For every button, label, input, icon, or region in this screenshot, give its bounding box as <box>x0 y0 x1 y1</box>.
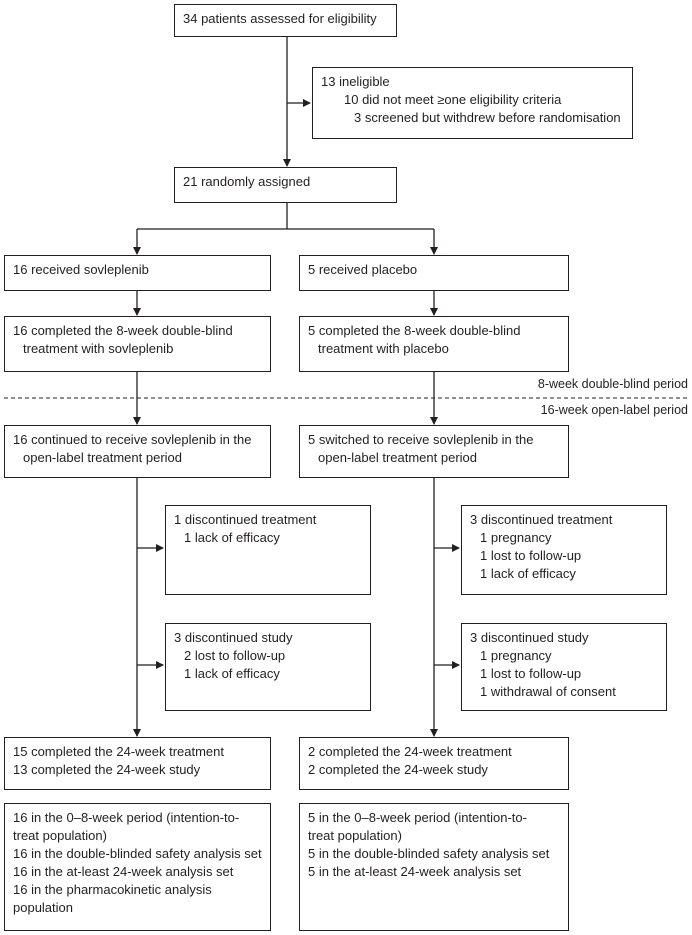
placebo-switched-line: 5 switched to receive sovleplenib in the <box>308 432 534 447</box>
placebo-completed-24-box: 2 completed the 24-week treatment 2 comp… <box>299 737 569 790</box>
assessed-box: 34 patients assessed for eligibility <box>174 4 397 37</box>
placebo-analysis-line: 5 in the at-least 24-week analysis set <box>308 864 522 879</box>
placebo-switched-box: 5 switched to receive sovleplenib in the… <box>299 425 569 478</box>
sovleplenib-disc-treatment-title: 1 discontinued treatment <box>174 512 317 527</box>
placebo-disc-study-item: 1 pregnancy <box>480 648 552 663</box>
ineligible-item: 3 screened but withdrew before randomisa… <box>354 110 621 125</box>
sovleplenib-disc-study-item: 1 lack of efficacy <box>184 666 280 681</box>
sovleplenib-completed-24-box: 15 completed the 24-week treatment 13 co… <box>4 737 271 790</box>
placebo-switched-line: open-label treatment period <box>318 450 477 465</box>
randomised-box: 21 randomly assigned <box>174 167 397 203</box>
sovleplenib-received-box: 16 received sovleplenib <box>4 255 271 291</box>
ineligible-item: 10 did not meet ≥one eligibility criteri… <box>344 92 562 107</box>
sovleplenib-completed-db-box: 16 completed the 8-week double-blind tre… <box>4 316 271 372</box>
double-blind-period-label: 8-week double-blind period <box>537 377 688 391</box>
ineligible-box: 13 ineligible 10 did not meet ≥one eligi… <box>312 67 633 139</box>
sovleplenib-completed-24-line: 15 completed the 24-week treatment <box>13 744 225 759</box>
sovleplenib-completed-db-line: 16 completed the 8-week double-blind <box>13 323 233 338</box>
sovleplenib-continued-line: 16 continued to receive sovleplenib in t… <box>13 432 252 447</box>
placebo-disc-treatment-item: 1 lost to follow-up <box>480 548 582 563</box>
open-label-period-label: 16-week open-label period <box>540 403 688 417</box>
placebo-disc-study-box: 3 discontinued study 1 pregnancy 1 lost … <box>461 623 667 711</box>
placebo-disc-treatment-item: 1 lack of efficacy <box>480 566 576 581</box>
placebo-analysis-line: treat population) <box>308 828 402 843</box>
sovleplenib-completed-24-line: 13 completed the 24-week study <box>13 762 201 777</box>
sovleplenib-continued-box: 16 continued to receive sovleplenib in t… <box>4 425 271 478</box>
placebo-completed-24-line: 2 completed the 24-week study <box>308 762 488 777</box>
assessed-text: 34 patients assessed for eligibility <box>183 11 377 26</box>
sovleplenib-analysis-line: 16 in the at-least 24-week analysis set <box>13 864 234 879</box>
placebo-disc-treatment-title: 3 discontinued treatment <box>470 512 613 527</box>
placebo-disc-study-item: 1 lost to follow-up <box>480 666 582 681</box>
placebo-completed-24-line: 2 completed the 24-week treatment <box>308 744 512 759</box>
sovleplenib-disc-treatment-box: 1 discontinued treatment 1 lack of effic… <box>165 505 371 595</box>
sovleplenib-analysis-box: 16 in the 0–8-week period (intention-to-… <box>4 803 271 931</box>
sovleplenib-disc-study-title: 3 discontinued study <box>174 630 293 645</box>
placebo-completed-db-line: 5 completed the 8-week double-blind <box>308 323 521 338</box>
placebo-analysis-line: 5 in the double-blinded safety analysis … <box>308 846 550 861</box>
randomised-text: 21 randomly assigned <box>183 174 311 189</box>
ineligible-title: 13 ineligible <box>321 74 390 89</box>
placebo-received-text: 5 received placebo <box>308 262 418 277</box>
sovleplenib-analysis-line: population <box>13 900 73 915</box>
sovleplenib-analysis-line: treat population) <box>13 828 107 843</box>
placebo-completed-db-box: 5 completed the 8-week double-blind trea… <box>299 316 569 372</box>
placebo-analysis-line: 5 in the 0–8-week period (intention-to- <box>308 810 527 825</box>
sovleplenib-analysis-line: 16 in the pharmacokinetic analysis <box>13 882 212 897</box>
sovleplenib-continued-line: open-label treatment period <box>23 450 182 465</box>
sovleplenib-received-text: 16 received sovleplenib <box>13 262 149 277</box>
placebo-disc-study-title: 3 discontinued study <box>470 630 589 645</box>
sovleplenib-analysis-line: 16 in the 0–8-week period (intention-to- <box>13 810 240 825</box>
placebo-received-box: 5 received placebo <box>299 255 569 291</box>
sovleplenib-disc-study-box: 3 discontinued study 2 lost to follow-up… <box>165 623 371 711</box>
sovleplenib-analysis-line: 16 in the double-blinded safety analysis… <box>13 846 262 861</box>
sovleplenib-disc-study-item: 2 lost to follow-up <box>184 648 286 663</box>
placebo-disc-treatment-box: 3 discontinued treatment 1 pregnancy 1 l… <box>461 505 667 595</box>
placebo-completed-db-line: treatment with placebo <box>318 341 449 356</box>
placebo-analysis-box: 5 in the 0–8-week period (intention-to- … <box>299 803 569 931</box>
sovleplenib-disc-treatment-item: 1 lack of efficacy <box>184 530 280 545</box>
placebo-disc-study-item: 1 withdrawal of consent <box>480 684 616 699</box>
placebo-disc-treatment-item: 1 pregnancy <box>480 530 552 545</box>
sovleplenib-completed-db-line: treatment with sovleplenib <box>23 341 174 356</box>
